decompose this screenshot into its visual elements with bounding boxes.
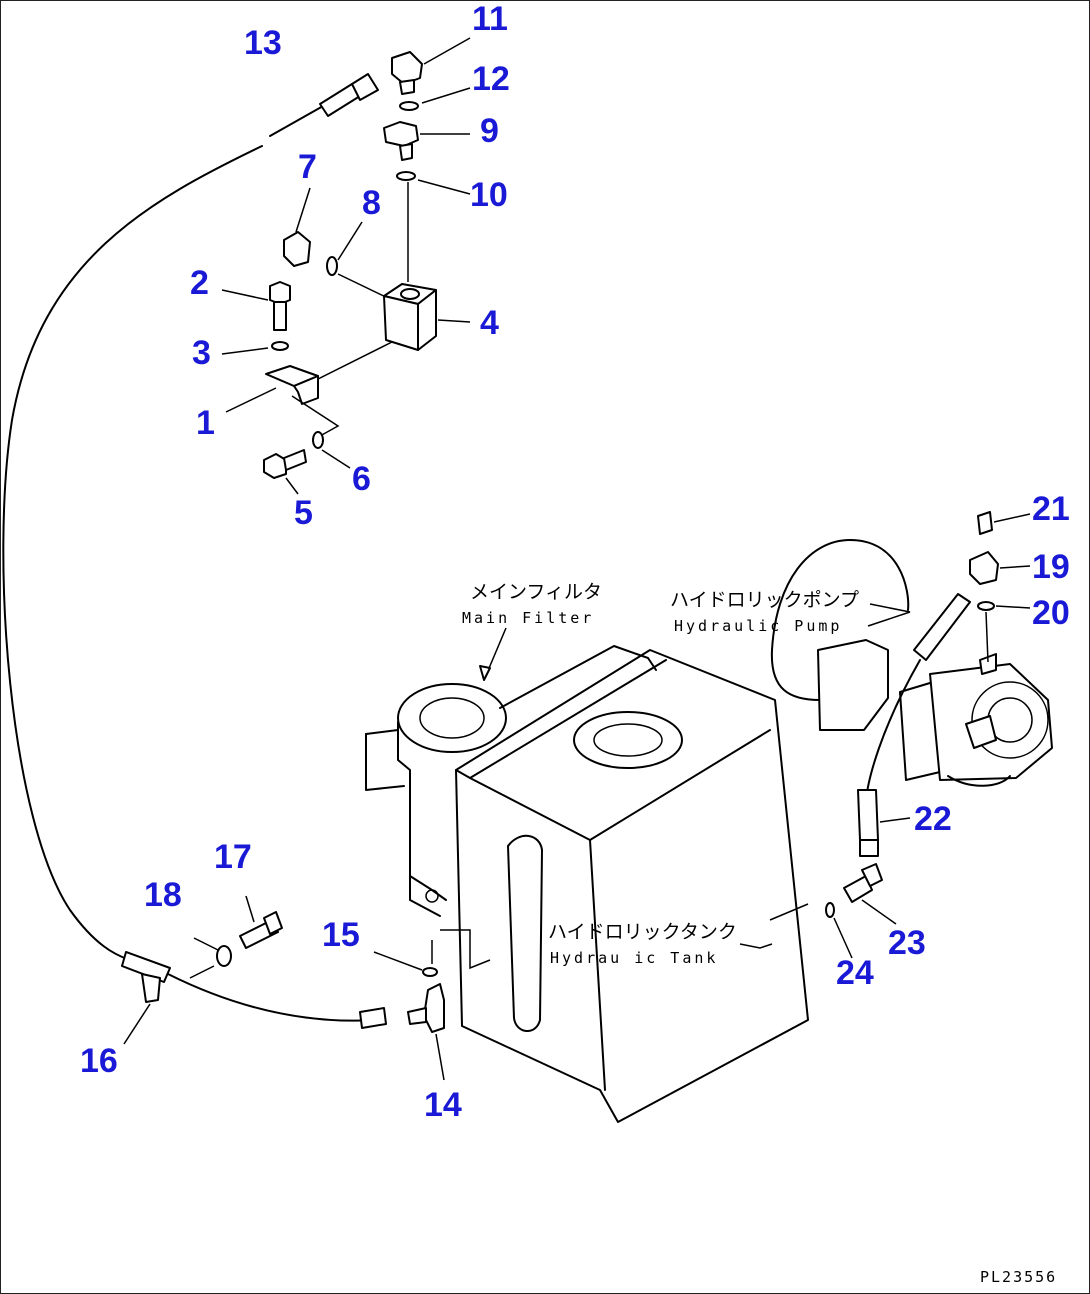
callout-21: 21 xyxy=(1032,490,1070,528)
hydraulic-pump-leader xyxy=(867,603,911,627)
callout-14: 14 xyxy=(424,1086,462,1124)
part-4-block xyxy=(311,283,471,383)
hydraulic-tank xyxy=(365,645,809,1123)
part-3-washer xyxy=(221,341,289,355)
hydraulic-tank-label-jp: ハイドロリックタンク xyxy=(548,921,737,943)
callout-18: 18 xyxy=(144,876,182,914)
part-18-washer xyxy=(189,937,232,979)
callout-6: 6 xyxy=(352,460,371,498)
callout-15: 15 xyxy=(322,916,360,954)
hose-end-fitting xyxy=(359,1007,387,1029)
part-21-nipple xyxy=(977,511,1031,535)
hydraulic-pump xyxy=(770,539,1053,787)
callout-4: 4 xyxy=(480,304,499,342)
part-24-o-ring xyxy=(825,902,853,959)
part-19-elbow xyxy=(969,551,1031,585)
callout-16: 16 xyxy=(80,1042,118,1080)
part-6-washer xyxy=(312,431,351,469)
callout-3: 3 xyxy=(192,334,211,372)
part-5-bolt xyxy=(263,449,307,495)
part-9-tee xyxy=(383,121,470,161)
callout-13: 13 xyxy=(244,24,282,62)
callout-11: 11 xyxy=(472,0,508,38)
callout-17: 17 xyxy=(214,838,252,876)
part-14-elbow xyxy=(407,983,445,1081)
hydraulic-tank-label-en: Hydrau ic Tank xyxy=(550,949,719,967)
drawing-code: PL23556 xyxy=(980,1268,1058,1286)
part-2-bolt xyxy=(221,281,291,331)
part-10-o-ring xyxy=(396,171,471,282)
part-11-elbow xyxy=(391,37,471,95)
callout-1: 1 xyxy=(196,404,215,442)
main-filter-label-en: Main Filter xyxy=(462,609,595,627)
part-13-hose xyxy=(2,73,379,961)
callout-7: 7 xyxy=(298,148,317,186)
part-8-o-ring xyxy=(326,221,393,301)
callout-23: 23 xyxy=(888,924,926,962)
callout-8: 8 xyxy=(362,184,381,222)
callout-22: 22 xyxy=(914,800,952,838)
part-12-o-ring xyxy=(399,87,471,111)
part-22-hose xyxy=(857,593,971,857)
hydraulic-tank-leader xyxy=(739,943,773,949)
callout-19: 19 xyxy=(1032,548,1070,586)
hydraulic-pump-label-jp: ハイドロリックポンプ xyxy=(670,589,860,611)
hydraulic-pump-label-en: Hydraulic Pump xyxy=(674,617,843,635)
part-16-clamp xyxy=(121,951,171,1045)
callout-12: 12 xyxy=(472,60,510,98)
callout-10: 10 xyxy=(470,176,508,214)
part-7-plug xyxy=(283,187,311,267)
main-filter-label-jp: メインフィルタ xyxy=(470,581,603,603)
part-20-o-ring xyxy=(977,601,1031,663)
hose-lower xyxy=(167,973,377,1022)
main-filter-leader xyxy=(479,627,507,681)
callout-2: 2 xyxy=(190,264,209,302)
callout-20: 20 xyxy=(1032,594,1070,632)
part-15-o-ring xyxy=(373,940,438,977)
part-23-elbow xyxy=(843,863,897,925)
callout-5: 5 xyxy=(294,494,313,532)
callout-24: 24 xyxy=(836,954,874,992)
part-1-bracket xyxy=(225,365,340,437)
callout-9: 9 xyxy=(480,112,499,150)
part-17-bolt xyxy=(239,895,283,949)
